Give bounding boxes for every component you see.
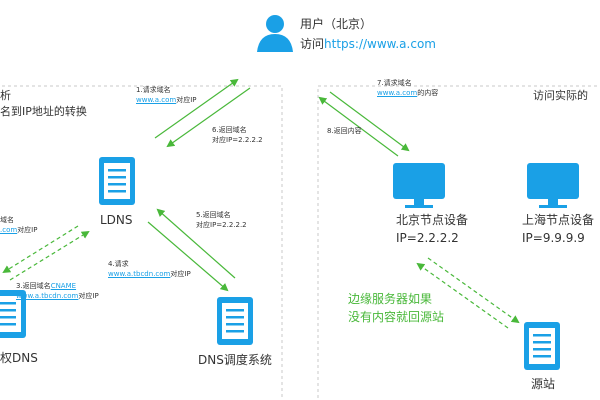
origin-label: 源站 <box>531 377 556 391</box>
step2-domain[interactable]: .com <box>0 226 18 234</box>
step7-domain[interactable]: www.a.com <box>377 89 418 97</box>
arrow-step8 <box>318 96 399 157</box>
arrow-step3 <box>9 230 90 281</box>
sh-node-monitor-icon <box>527 163 579 208</box>
visit-line: 访问https://www.a.com <box>300 38 436 50</box>
left-title-fragment: 析 <box>0 89 11 102</box>
step1-suffix: 对应IP <box>176 96 197 104</box>
step4-title: 4.请求 <box>108 260 129 268</box>
arrow-step5 <box>156 208 236 279</box>
bj-node-name: 北京节点设备 <box>396 213 469 227</box>
step3-title-prefix: 3.返回域名 <box>16 282 51 290</box>
right-title: 访问实际的 <box>533 89 588 102</box>
step7-title: 7.请求域名 <box>377 79 412 87</box>
sh-node-name: 上海节点设备 <box>522 213 595 227</box>
edge-note-line1: 边缘服务器如果 <box>348 292 433 306</box>
arrow-step7 <box>329 91 410 152</box>
step5-ip: 对应IP=2.2.2.2 <box>196 221 247 229</box>
step7-suffix: 的内容 <box>417 89 439 97</box>
gslb-label: DNS调度系统 <box>198 353 272 367</box>
step1-detail: www.a.com对应IP <box>136 97 197 104</box>
bj-node-monitor-icon <box>393 163 445 208</box>
arrow-origin-fetch <box>427 257 520 324</box>
right-dashed-box <box>317 85 600 400</box>
edge-note-line2: 没有内容就回源站 <box>348 310 445 324</box>
arrow-step6 <box>154 78 239 139</box>
origin-server-icon <box>524 322 560 370</box>
sh-node-ip: IP=9.9.9.9 <box>522 231 585 245</box>
step3-title: 3.返回域名CNAME <box>16 283 76 290</box>
auth-dns-server-icon <box>0 290 26 338</box>
step3-domain[interactable]: www.a.tbcdn.com <box>16 292 79 300</box>
ldns-server-icon <box>99 157 135 205</box>
step2-title: 域名 <box>0 216 14 224</box>
step2-detail: .com对应IP <box>0 227 37 234</box>
step4-suffix: 对应IP <box>170 270 191 278</box>
step1-domain[interactable]: www.a.com <box>136 96 177 104</box>
step2-suffix: 对应IP <box>17 226 38 234</box>
step5-title: 5.返回域名 <box>196 211 231 219</box>
left-subtitle: 名到IP地址的转换 <box>0 105 87 118</box>
step6-ip: 对应IP=2.2.2.2 <box>212 136 263 144</box>
step4-domain[interactable]: www.a.tbcdn.com <box>108 270 171 278</box>
step7-detail: www.a.com的内容 <box>377 90 438 97</box>
gslb-server-icon <box>217 297 253 345</box>
visit-label: 访问 <box>300 37 325 51</box>
user-label: 用户（北京） <box>300 17 373 31</box>
visit-url[interactable]: https://www.a.com <box>324 37 436 51</box>
step3-detail: www.a.tbcdn.com对应IP <box>16 293 99 300</box>
arrow-step2 <box>2 225 79 274</box>
user-icon <box>257 15 293 52</box>
bj-node-ip: IP=2.2.2.2 <box>396 231 459 245</box>
step6-title: 6.返回域名 <box>212 126 247 134</box>
step8-title: 8.返回内容 <box>327 127 362 135</box>
step1-title: 1.请求域名 <box>136 86 171 94</box>
step3-suffix: 对应IP <box>78 292 99 300</box>
auth-dns-label: 权DNS <box>0 351 38 365</box>
step3-cname[interactable]: CNAME <box>50 282 77 290</box>
arrow-step4 <box>147 221 229 292</box>
arrow-origin-return <box>416 262 509 329</box>
ldns-label: LDNS <box>100 213 133 227</box>
arrow-step1 <box>166 87 251 148</box>
left-dashed-box <box>0 85 283 400</box>
step4-detail: www.a.tbcdn.com对应IP <box>108 271 191 278</box>
